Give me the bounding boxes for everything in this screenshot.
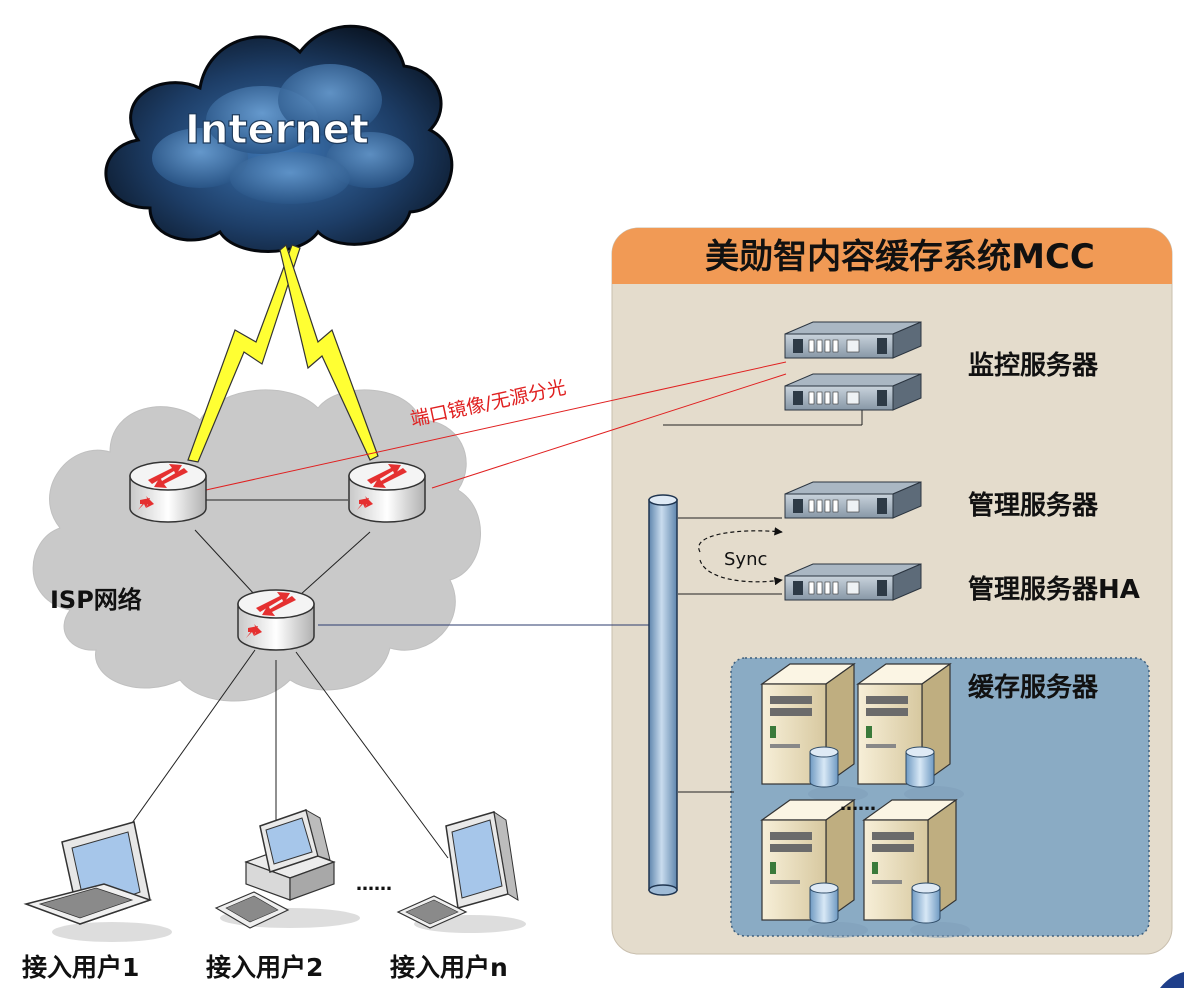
isp-network-label: ISP网络 — [50, 586, 142, 614]
user-1-label: 接入用户1 — [22, 953, 139, 982]
monitor-icon — [396, 810, 526, 933]
mgmt-server-label: 管理服务器 — [968, 491, 1099, 521]
cache-ellipsis: …… — [840, 794, 876, 815]
mirror-links — [205, 361, 787, 491]
desktop-pc-icon — [214, 808, 360, 929]
internet-label: Internet — [185, 107, 369, 153]
mirror-label: 端口镜像/无源分光 — [408, 376, 568, 430]
network-links — [119, 410, 863, 859]
monitor-server-icon-1 — [784, 321, 922, 359]
isp-cloud — [32, 389, 481, 702]
mcc-title: 美勋智内容缓存系统MCC — [705, 237, 1095, 277]
internet-cloud-icon: Internet — [104, 24, 454, 253]
sync-arrows — [698, 527, 783, 586]
monitor-server-label: 监控服务器 — [968, 351, 1099, 381]
router-icon-left — [129, 461, 207, 523]
lightning-bolt-right — [279, 243, 379, 461]
router-icon-core — [237, 589, 315, 651]
user-2-label: 接入用户2 — [206, 953, 323, 982]
mgmt-ha-server-label: 管理服务器HA — [968, 575, 1140, 605]
router-icon-right — [348, 461, 426, 523]
users-ellipsis: …… — [356, 874, 392, 895]
monitor-server-icon-2 — [784, 373, 922, 411]
cache-server-label: 缓存服务器 — [968, 672, 1099, 703]
corner-accent — [1160, 972, 1184, 988]
mgmt-server-icon — [784, 481, 922, 519]
backbone-bus — [648, 494, 678, 896]
sync-label: Sync — [724, 549, 767, 570]
user-n-label: 接入用户n — [390, 953, 508, 982]
laptop-icon — [23, 821, 172, 942]
mgmt-ha-server-icon — [784, 563, 922, 601]
lightning-bolt-left — [187, 244, 301, 463]
